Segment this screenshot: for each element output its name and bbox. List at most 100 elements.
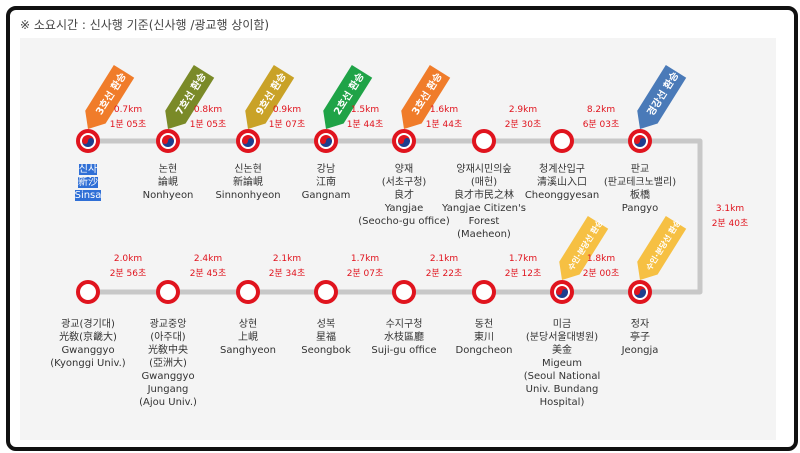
station-name[interactable]: 양재시민의숲 (매헌) 良才市民之林 Yangjae Citizen's For… xyxy=(419,163,549,241)
station-bottom-5 xyxy=(472,280,496,304)
station-bottom-3 xyxy=(314,280,338,304)
station-top-0 xyxy=(76,129,100,153)
transfer-tag-shape xyxy=(245,64,295,129)
taeguk-blue-dot xyxy=(404,138,410,144)
taeguk-blue-dot xyxy=(248,138,254,144)
station-top-1 xyxy=(156,129,180,153)
station-name[interactable]: 신사 新沙 Sinsa xyxy=(23,163,153,202)
travel-time-note: ※ 소요시간 : 신사행 기준(신사행 /광교행 상이함) xyxy=(20,18,270,32)
transfer-tag-shape xyxy=(323,64,373,129)
taeguk-blue-dot xyxy=(326,138,332,144)
station-name-text: 신논현 新論峴 Sinnonhyeon xyxy=(215,164,281,201)
taeguk-red-dot xyxy=(242,138,248,144)
taeguk-red-dot xyxy=(556,289,562,295)
station-name-text: 논현 論峴 Nonhyeon xyxy=(142,164,194,201)
station-name-text: 미금 (분당서울대병원) 美金 Migeum (Seoul National U… xyxy=(523,319,601,408)
station-bottom-4 xyxy=(392,280,416,304)
segment-distance-bottom: 1.7km 2분 07초 xyxy=(346,254,384,279)
taeguk-red-dot xyxy=(162,138,168,144)
station-ring xyxy=(472,129,496,153)
taeguk-blue-dot xyxy=(640,138,646,144)
station-ring xyxy=(472,280,496,304)
station-ring xyxy=(392,280,416,304)
station-name[interactable]: 광교(경기대) 光敎(京畿大) Gwanggyo (Kyonggi Univ.) xyxy=(23,318,153,370)
transfer-tag: 수인·분당선 환승 xyxy=(637,215,687,280)
segment-distance-top: 0.7km 1분 05초 xyxy=(109,105,147,130)
taeguk-blue-dot xyxy=(168,138,174,144)
transfer-tag-shape xyxy=(401,64,451,129)
taeguk-red-dot xyxy=(82,138,88,144)
transfer-tag-shape xyxy=(85,64,135,129)
station-bottom-1 xyxy=(156,280,180,304)
station-name[interactable]: 논현 論峴 Nonhyeon xyxy=(103,163,233,202)
segment-distance-top: 0.9km 1분 07초 xyxy=(268,105,306,130)
segment-distance-bottom: 2.0km 2분 56초 xyxy=(109,254,147,279)
station-name-text: 성복 星福 Seongbok xyxy=(301,319,351,356)
station-name[interactable]: 미금 (분당서울대병원) 美金 Migeum (Seoul National U… xyxy=(497,318,627,409)
station-name[interactable]: 신논현 新論峴 Sinnonhyeon xyxy=(183,163,313,202)
transfer-tag-shape xyxy=(559,215,609,280)
station-top-5 xyxy=(472,129,496,153)
taeguk-red-dot xyxy=(320,138,326,144)
station-name[interactable]: 강남 江南 Gangnam xyxy=(261,163,391,202)
segment-distance-top: 8.2km 6분 03초 xyxy=(582,105,620,130)
segment-distance-top: 2.9km 2분 30초 xyxy=(504,105,542,130)
station-name[interactable]: 수지구청 水枝區廳 Suji-gu office xyxy=(339,318,469,357)
station-name[interactable]: 판교 (판교테크노밸리) 板橋 Pangyo xyxy=(575,163,705,215)
taeguk-red-dot xyxy=(398,138,404,144)
station-bottom-7 xyxy=(628,280,652,304)
transfer-tag: 경강선 환승 xyxy=(637,64,687,129)
station-name-text: 강남 江南 Gangnam xyxy=(301,164,351,201)
taeguk-blue-dot xyxy=(562,289,568,295)
taeguk-red-dot xyxy=(634,138,640,144)
station-name[interactable]: 청계산입구 清溪山入口 Cheonggyesan xyxy=(497,163,627,202)
taeguk-blue-dot xyxy=(88,138,94,144)
station-name-text: 청계산입구 清溪山入口 Cheonggyesan xyxy=(524,164,600,201)
station-name-text: 상현 上峴 Sanghyeon xyxy=(219,319,277,356)
station-name[interactable]: 양재 (서초구청) 良才 Yangjae (Seocho-gu office) xyxy=(339,163,469,228)
segment-distance-bottom: 1.8km 2분 00초 xyxy=(582,254,620,279)
station-name-text: 양재시민의숲 (매헌) 良才市民之林 Yangjae Citizen's For… xyxy=(442,164,526,240)
station-name-text: 동천 東川 Dongcheon xyxy=(455,319,513,356)
station-ring xyxy=(236,280,260,304)
segment-distance-bottom: 2.1km 2분 34초 xyxy=(268,254,306,279)
station-name-text: 정자 亭子 Jeongja xyxy=(621,319,659,356)
segment-distance-top: 1.6km 1분 44초 xyxy=(425,105,463,130)
station-top-3 xyxy=(314,129,338,153)
segment-distance-bottom: 2.4km 2분 45초 xyxy=(189,254,227,279)
station-bottom-2 xyxy=(236,280,260,304)
station-top-6 xyxy=(550,129,574,153)
transfer-tag-shape xyxy=(637,215,687,280)
transfer-tag-shape xyxy=(165,64,215,129)
station-bottom-0 xyxy=(76,280,100,304)
station-name-text: 광교중앙 (아주대) 光敎中央 (亞洲大) Gwanggyo Jungang (… xyxy=(139,319,197,408)
station-name-text: 수지구청 水枝區廳 Suji-gu office xyxy=(371,319,437,356)
station-name[interactable]: 상현 上峴 Sanghyeon xyxy=(183,318,313,357)
segment-distance-bottom: 1.7km 2분 12초 xyxy=(504,254,542,279)
station-name[interactable]: 정자 亭子 Jeongja xyxy=(575,318,705,357)
station-name-text: 판교 (판교테크노밸리) 板橋 Pangyo xyxy=(603,164,677,214)
station-ring xyxy=(76,280,100,304)
station-top-2 xyxy=(236,129,260,153)
transfer-tag-shape xyxy=(637,64,687,129)
station-name[interactable]: 성복 星福 Seongbok xyxy=(261,318,391,357)
station-top-7 xyxy=(628,129,652,153)
station-name-text: 양재 (서초구청) 良才 Yangjae (Seocho-gu office) xyxy=(358,164,450,227)
taeguk-blue-dot xyxy=(640,289,646,295)
station-bottom-6 xyxy=(550,280,574,304)
station-ring xyxy=(156,280,180,304)
station-name-text: 신사 新沙 Sinsa xyxy=(74,164,102,201)
station-name[interactable]: 동천 東川 Dongcheon xyxy=(419,318,549,357)
station-name-text: 광교(경기대) 光敎(京畿大) Gwanggyo (Kyonggi Univ.) xyxy=(50,319,126,369)
station-name[interactable]: 광교중앙 (아주대) 光敎中央 (亞洲大) Gwanggyo Jungang (… xyxy=(103,318,233,409)
taeguk-red-dot xyxy=(634,289,640,295)
segment-distance-top: 1.5km 1분 44초 xyxy=(346,105,384,130)
station-ring xyxy=(550,129,574,153)
segment-distance-top: 0.8km 1분 05초 xyxy=(189,105,227,130)
stations xyxy=(76,129,652,304)
segment-distance-connector: 3.1km 2분 40초 xyxy=(711,204,749,229)
segment-distance-bottom: 2.1km 2분 22초 xyxy=(425,254,463,279)
